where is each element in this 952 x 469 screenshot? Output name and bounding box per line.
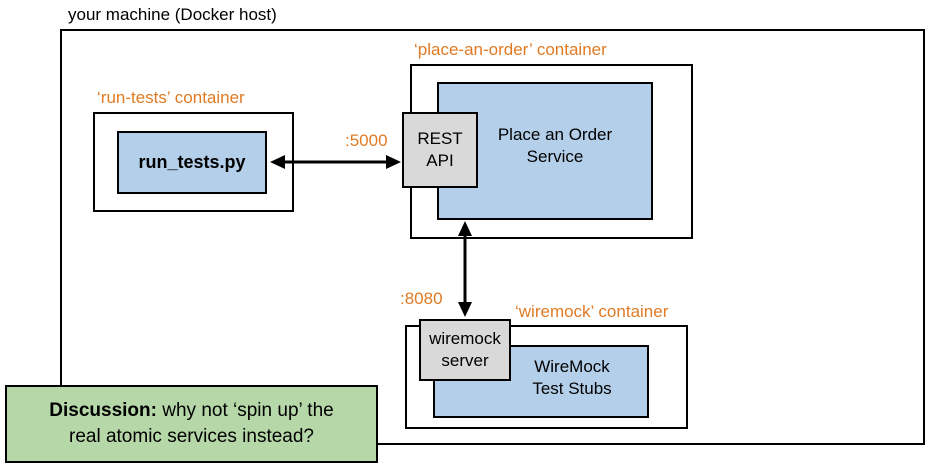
- stubs-line2: Test Stubs: [532, 379, 612, 399]
- discussion-line1-text: why not ‘spin up’ the: [156, 400, 334, 422]
- discussion-bold-label: Discussion:: [49, 400, 157, 422]
- service-name-line2: Service: [526, 147, 584, 167]
- service-name-line1: Place an Order: [497, 125, 613, 144]
- run-tests-container-label: ‘run-tests’ container: [97, 88, 245, 107]
- wiremock-server-line2: server: [441, 351, 489, 370]
- run-tests-script: run_tests.py: [117, 131, 267, 194]
- wiremock-container-label: ‘wiremock’ container: [515, 302, 669, 321]
- docker-host-label: your machine (Docker host): [68, 5, 277, 24]
- stubs-line1: WireMock: [534, 357, 610, 376]
- wiremock-connection-arrow: [458, 221, 472, 317]
- discussion-line1: Discussion: why not ‘spin up’ the: [49, 398, 333, 424]
- run-tests-script-label: run_tests.py: [138, 151, 246, 172]
- wiremock-server-line1: wiremock: [429, 328, 501, 348]
- rest-api-box: REST API: [402, 112, 478, 188]
- place-an-order-container-label: ‘place-an-order’ container: [414, 40, 607, 59]
- rest-api-line1: REST: [417, 128, 463, 148]
- port-8080-label: :8080: [400, 289, 443, 308]
- docker-host-frame: [60, 29, 925, 445]
- rest-connection-arrow: [270, 155, 401, 169]
- rest-api-line2: API: [426, 151, 454, 170]
- place-an-order-service-text: Place an Order Service: [475, 124, 635, 168]
- wiremock-server-box: wiremock server: [419, 319, 511, 381]
- discussion-note: Discussion: why not ‘spin up’ the real a…: [5, 385, 378, 463]
- wiremock-test-stubs-text: WireMock Test Stubs: [497, 356, 647, 400]
- discussion-line2: real atomic services instead?: [69, 426, 314, 447]
- wiremock-test-stubs: WireMock Test Stubs: [433, 345, 649, 418]
- port-5000-label: :5000: [345, 131, 388, 150]
